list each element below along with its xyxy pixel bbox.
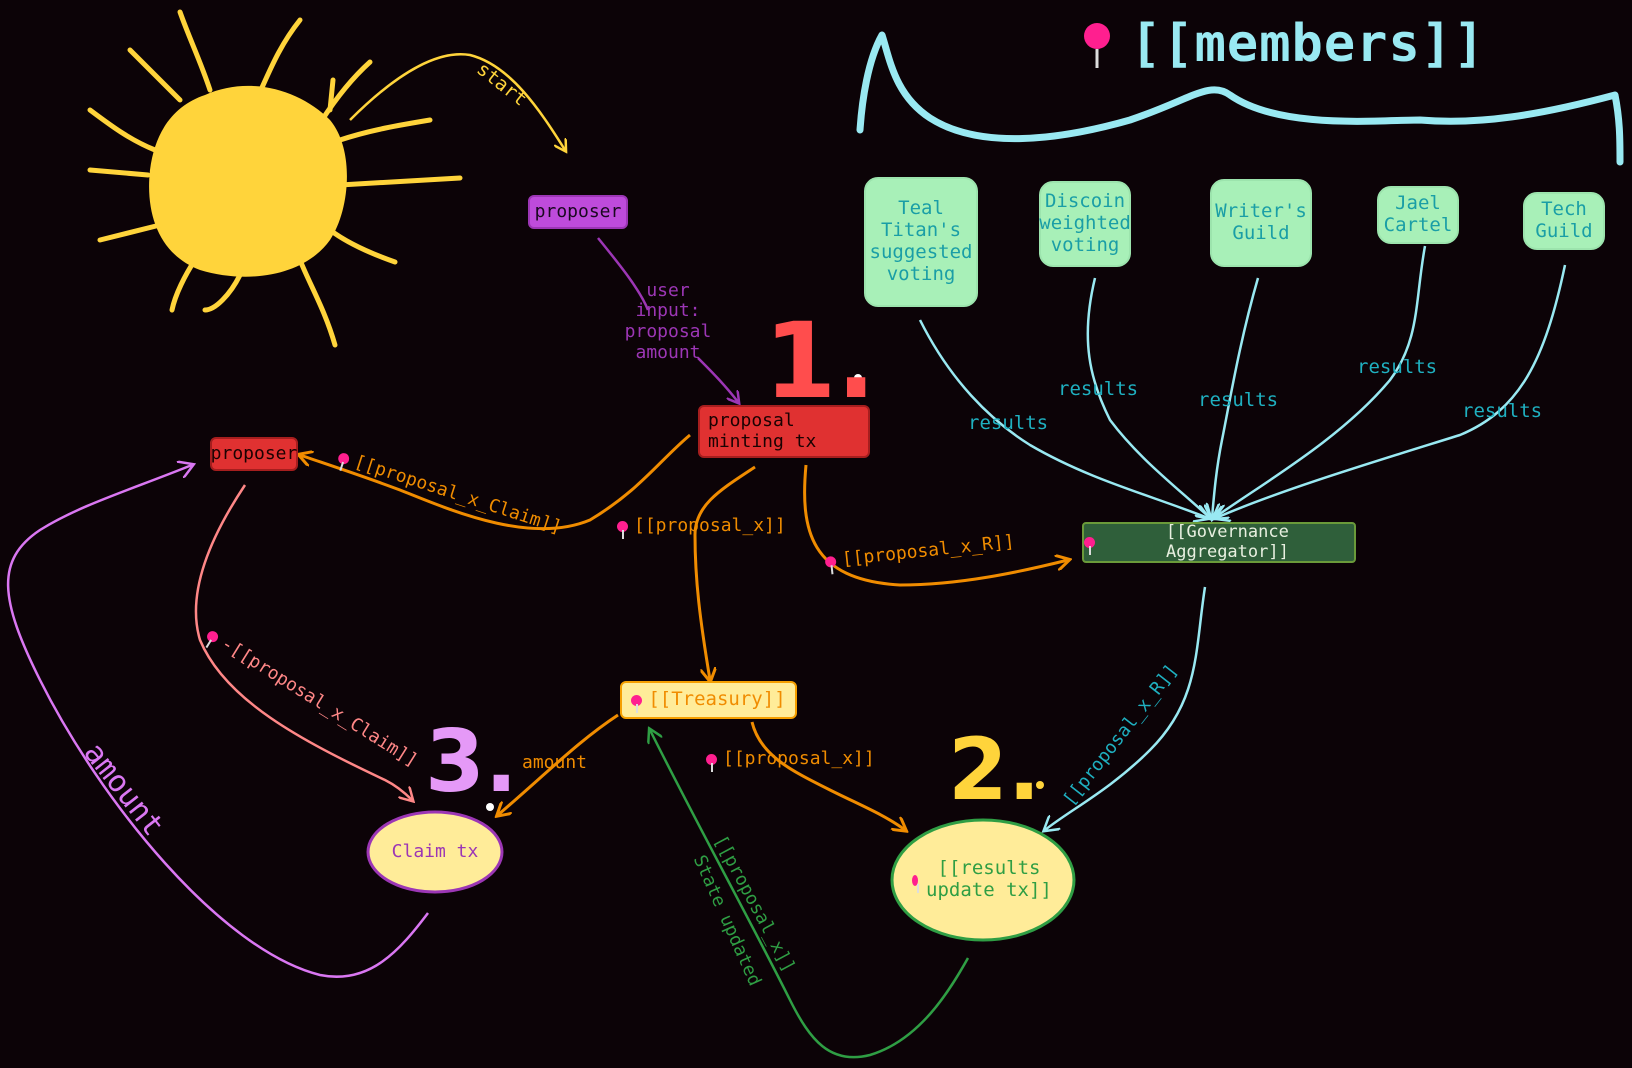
- results-label: results: [1198, 389, 1279, 411]
- amount-treasury-label: amount: [522, 752, 588, 773]
- proposal-minting-node[interactable]: proposal minting tx: [698, 405, 870, 458]
- member-discoin[interactable]: Discoin weighted voting: [1039, 181, 1131, 267]
- step3-dot: [486, 803, 494, 811]
- treasury-node[interactable]: [[Treasury]]: [620, 681, 797, 719]
- results-label: results: [1357, 356, 1438, 378]
- step3-number: 3.: [425, 712, 518, 812]
- results-label: results: [1058, 378, 1139, 400]
- proposal-x-top-label: [[proposal_x]]: [617, 515, 786, 539]
- member-tech-guild[interactable]: Tech Guild: [1523, 192, 1605, 250]
- results-update-ellipse: [890, 818, 1076, 942]
- step1-number: 1.: [764, 300, 876, 422]
- sun-icon: [87, 9, 565, 348]
- edge-minting-to-proposer: [300, 433, 691, 531]
- edge-treasury-to-claim: [498, 713, 619, 815]
- step2-dot: [1036, 781, 1044, 789]
- edge-proposer-to-claim: [194, 484, 412, 800]
- edge-discoin-results: [1086, 277, 1210, 518]
- member-label: Jael Cartel: [1383, 192, 1453, 236]
- edge-treasury-to-results: [750, 721, 905, 830]
- edge-minting-to-treasury: [693, 465, 756, 680]
- pin-icon: [706, 753, 717, 772]
- pin-icon: [912, 874, 919, 893]
- pin-icon: [336, 451, 351, 466]
- claim-tx-node[interactable]: Claim tx: [391, 840, 479, 862]
- member-label: Discoin weighted voting: [1039, 190, 1131, 256]
- pin-icon: [631, 694, 643, 713]
- proposal-x-treasury-text: [[proposal_x]]: [723, 748, 875, 769]
- member-label: Writer's Guild: [1215, 200, 1307, 244]
- members-title: [[members]]: [1130, 14, 1486, 74]
- members-title-pin-icon: [1084, 23, 1110, 68]
- results-update-label: [[results update tx]]: [926, 857, 1052, 901]
- pin-icon: [1084, 537, 1095, 555]
- member-writers-guild[interactable]: Writer's Guild: [1210, 179, 1312, 267]
- edge-user-input-to-minting: [697, 357, 738, 402]
- governance-aggregator-node[interactable]: [[Governance Aggregator]]: [1082, 522, 1356, 563]
- proposal-x-treasury-label: [[proposal_x]]: [706, 748, 875, 772]
- pin-icon: [824, 555, 837, 568]
- edge-claim-loop-to-proposer: [6, 465, 429, 978]
- results-label: results: [968, 412, 1049, 434]
- edge-aggregator-results-update: [1045, 586, 1207, 830]
- governance-aggregator-label: [[Governance Aggregator]]: [1166, 521, 1289, 562]
- pin-icon: [617, 520, 628, 539]
- user-input-label: user input: proposal amount: [624, 279, 712, 363]
- member-label: Tech Guild: [1535, 198, 1593, 242]
- edge-writers-results: [1212, 277, 1260, 518]
- edge-teal-results: [918, 319, 1208, 518]
- edge-results-to-treasury: [650, 730, 970, 1059]
- proposer-top-node[interactable]: proposer: [528, 195, 628, 229]
- edge-tech-results: [1216, 264, 1567, 518]
- claim-tx-ellipse: [366, 810, 504, 894]
- step1-dot: [854, 374, 862, 382]
- proposer-left-node[interactable]: proposer: [210, 437, 298, 471]
- edge-jael-results: [1214, 245, 1427, 518]
- results-label: results: [1462, 400, 1543, 422]
- members-brace: [856, 31, 1624, 166]
- edge-minting-to-aggregator: [803, 464, 1068, 587]
- results-update-node[interactable]: [[results update tx]]: [912, 850, 1054, 910]
- proposal-x-top-text: [[proposal_x]]: [634, 515, 786, 536]
- edge-proposer-to-minting: [597, 237, 650, 311]
- member-teal-titan[interactable]: Teal Titan's suggested voting: [864, 177, 978, 307]
- step2-number: 2.: [948, 720, 1041, 820]
- member-label: Teal Titan's suggested voting: [869, 197, 973, 285]
- treasury-label: [[Treasury]]: [648, 688, 786, 711]
- proposal-minting-label: proposal minting tx: [708, 409, 817, 452]
- member-jael-cartel[interactable]: Jael Cartel: [1377, 186, 1459, 244]
